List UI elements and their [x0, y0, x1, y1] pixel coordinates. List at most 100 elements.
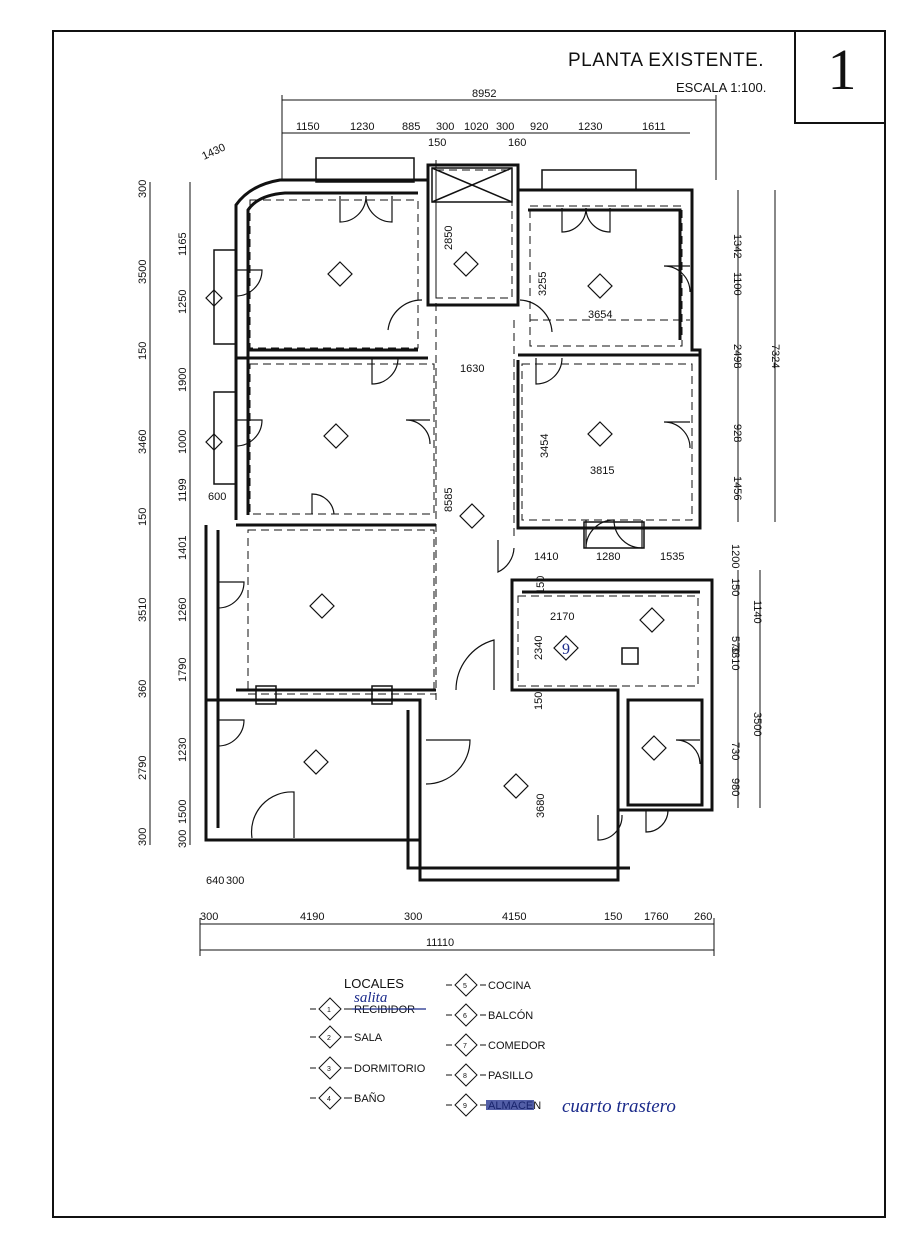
- svg-text:8: 8: [463, 1073, 467, 1080]
- dim-right: 1342 1100 2498 928 1456 7324 1200 150 11…: [729, 234, 781, 796]
- svg-text:3680: 3680: [535, 794, 547, 818]
- legend-item-dormitorio: DORMITORIO: [354, 1063, 426, 1075]
- legend-item-bano: BAÑO: [354, 1092, 386, 1105]
- svg-text:1535: 1535: [660, 551, 684, 563]
- scale-label: ESCALA 1:100.: [676, 80, 767, 95]
- svg-text:928: 928: [731, 424, 743, 442]
- svg-text:600: 600: [208, 491, 226, 503]
- sheet-number: 1: [827, 37, 857, 102]
- svg-text:1401: 1401: [177, 536, 189, 560]
- sheet-title: PLANTA EXISTENTE.: [568, 50, 765, 71]
- legend-item-cocina: COCINA: [488, 980, 531, 992]
- legend-item-balcon: BALCÓN: [488, 1009, 533, 1022]
- svg-text:5: 5: [463, 983, 467, 990]
- svg-text:150: 150: [533, 692, 545, 710]
- svg-text:8585: 8585: [443, 488, 455, 512]
- legend-title: LOCALES: [344, 976, 404, 991]
- svg-text:1790: 1790: [177, 658, 189, 682]
- svg-text:1456: 1456: [731, 476, 743, 500]
- svg-text:4190: 4190: [300, 911, 324, 923]
- legend-item-comedor: COMEDOR: [488, 1040, 546, 1052]
- svg-text:1000: 1000: [177, 430, 189, 454]
- svg-text:1200: 1200: [729, 544, 741, 568]
- svg-text:730: 730: [729, 742, 741, 760]
- svg-text:1630: 1630: [460, 363, 484, 375]
- svg-text:3510: 3510: [137, 598, 149, 622]
- room-tag-handwritten: 9: [562, 641, 570, 658]
- svg-text:2340: 2340: [533, 636, 545, 660]
- dim-interior: 2850 3255 3654 1630 3454 3815 8585 1410 …: [206, 226, 684, 887]
- drawing-frame: [52, 30, 886, 1218]
- svg-text:1100: 1100: [731, 272, 743, 296]
- svg-text:2790: 2790: [137, 756, 149, 780]
- svg-text:300: 300: [200, 911, 218, 923]
- svg-text:160: 160: [508, 137, 526, 149]
- svg-text:2850: 2850: [443, 226, 455, 250]
- dim-left-outer: 300 3500 150 3460 150 3510 360 2790 300: [137, 180, 149, 846]
- svg-text:260: 260: [694, 911, 712, 923]
- svg-text:1760: 1760: [644, 911, 668, 923]
- svg-text:1199: 1199: [177, 478, 189, 502]
- svg-text:150: 150: [729, 578, 741, 596]
- dim-top-total: 8952: [472, 88, 496, 100]
- svg-text:980: 980: [729, 778, 741, 796]
- svg-text:1150: 1150: [296, 121, 320, 133]
- svg-text:150: 150: [535, 576, 547, 594]
- svg-text:2498: 2498: [731, 344, 743, 368]
- svg-text:3310: 3310: [729, 646, 741, 670]
- svg-text:2: 2: [327, 1035, 331, 1042]
- svg-text:150: 150: [428, 137, 446, 149]
- dim-left-inner: 1165 1250 1900 1000 1199 1401 1260 1790 …: [177, 232, 189, 848]
- svg-text:4: 4: [327, 1096, 331, 1103]
- svg-text:150: 150: [137, 342, 149, 360]
- svg-text:1342: 1342: [731, 234, 743, 258]
- svg-text:300: 300: [404, 911, 422, 923]
- handwritten-note: cuarto trastero: [562, 1096, 676, 1117]
- dim-angled: 1430: [200, 141, 227, 162]
- svg-text:7324: 7324: [769, 344, 781, 368]
- svg-text:1250: 1250: [177, 290, 189, 314]
- svg-text:640: 640: [206, 875, 224, 887]
- svg-text:3460: 3460: [137, 430, 149, 454]
- svg-text:885: 885: [402, 121, 420, 133]
- svg-text:9: 9: [463, 1103, 467, 1110]
- svg-text:3815: 3815: [590, 465, 614, 477]
- svg-text:1020: 1020: [464, 121, 488, 133]
- svg-text:1611: 1611: [642, 121, 666, 133]
- svg-text:7: 7: [463, 1043, 467, 1050]
- svg-text:360: 360: [137, 680, 149, 698]
- svg-text:300: 300: [137, 828, 149, 846]
- svg-text:3454: 3454: [539, 434, 551, 458]
- legend: LOCALES salita 1 2 3 4 5 6 7 8 9 RECIBID…: [310, 973, 676, 1117]
- svg-text:2170: 2170: [550, 611, 574, 623]
- dim-bottom: 300 4190 300 4150 150 1760 260 11110: [200, 911, 712, 949]
- dim-top-segments: 1150 1230 885 300 1020 300 920 1230 1611…: [296, 121, 666, 149]
- svg-text:300: 300: [496, 121, 514, 133]
- svg-text:3: 3: [327, 1066, 331, 1073]
- svg-text:1900: 1900: [177, 368, 189, 392]
- svg-text:300: 300: [177, 830, 189, 848]
- legend-item-sala: SALA: [354, 1032, 383, 1044]
- svg-text:6: 6: [463, 1013, 467, 1020]
- svg-text:1410: 1410: [534, 551, 558, 563]
- svg-text:1260: 1260: [177, 598, 189, 622]
- svg-text:3255: 3255: [537, 272, 549, 296]
- legend-item-recibidor: RECIBIDOR: [354, 1004, 415, 1016]
- svg-text:300: 300: [226, 875, 244, 887]
- svg-text:1500: 1500: [177, 800, 189, 824]
- svg-text:3654: 3654: [588, 309, 612, 321]
- svg-text:1280: 1280: [596, 551, 620, 563]
- svg-text:3500: 3500: [137, 260, 149, 284]
- svg-text:570: 570: [729, 636, 741, 654]
- legend-item-pasillo: PASILLO: [488, 1070, 533, 1082]
- svg-text:150: 150: [137, 508, 149, 526]
- svg-text:1230: 1230: [177, 738, 189, 762]
- svg-text:1165: 1165: [177, 232, 189, 256]
- svg-text:150: 150: [604, 911, 622, 923]
- svg-text:3500: 3500: [751, 712, 763, 736]
- svg-text:4150: 4150: [502, 911, 526, 923]
- sheet-number-box: 1: [794, 30, 886, 124]
- svg-text:1230: 1230: [578, 121, 602, 133]
- svg-text:1140: 1140: [751, 600, 763, 624]
